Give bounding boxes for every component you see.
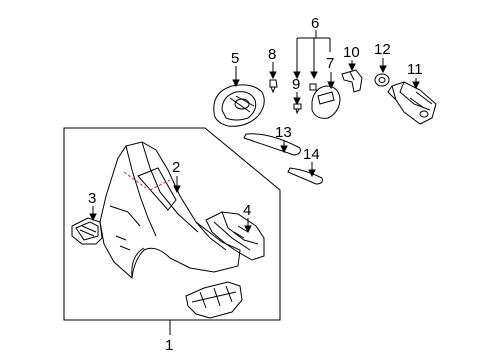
callout-6: 6 — [311, 15, 319, 32]
part-hinge — [341, 69, 363, 93]
callout-13: 13 — [275, 124, 292, 141]
assembly-outline — [63, 127, 281, 321]
callout-11: 11 — [407, 61, 423, 78]
callout-12: 12 — [374, 41, 391, 58]
part-fuel-door-housing — [213, 84, 265, 127]
callout-14: 14 — [303, 146, 320, 163]
part-clip — [269, 79, 278, 94]
callout-5: 5 — [231, 50, 239, 67]
callout-3: 3 — [88, 190, 96, 207]
callout-2: 2 — [172, 159, 180, 176]
callout-9: 9 — [292, 76, 300, 93]
part-wheelhouse-inner — [205, 211, 265, 261]
callout-8: 8 — [268, 46, 276, 63]
callout-1: 1 — [165, 337, 173, 354]
part-bracket — [71, 217, 103, 245]
leader-lines — [89, 30, 420, 335]
part-fuel-door-lid — [309, 83, 341, 119]
callout-7: 7 — [326, 55, 334, 72]
accent-lines — [123, 171, 171, 191]
part-molding-upper — [243, 133, 301, 156]
part-molding-lower — [287, 167, 323, 185]
callout-4: 4 — [243, 202, 251, 219]
part-screw — [293, 103, 302, 115]
part-lower-bracket — [185, 281, 243, 319]
part-quarter-panel — [99, 141, 241, 280]
part-actuator — [387, 81, 437, 125]
part-grommet — [374, 73, 390, 87]
callout-10: 10 — [343, 44, 360, 61]
